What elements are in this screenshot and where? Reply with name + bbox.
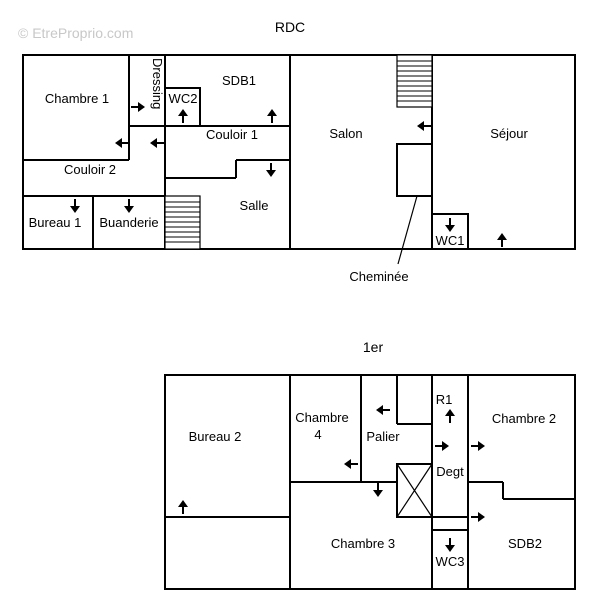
room-dressing: Dressing (150, 58, 165, 109)
door-arrow-icon (375, 404, 391, 416)
watermark: © EtreProprio.com (18, 25, 133, 41)
door-arrow-icon (266, 108, 278, 124)
room-couloir-1: Couloir 1 (206, 127, 258, 142)
room-chambre-4-line1: Chambre (295, 410, 348, 425)
door-arrow-icon (416, 120, 432, 132)
door-arrow-icon (444, 537, 456, 553)
etage-title: 1er (363, 339, 384, 355)
door-arrow-icon (123, 198, 135, 214)
room-chambre-3: Chambre 3 (331, 536, 395, 551)
room-couloir-2: Couloir 2 (64, 162, 116, 177)
stairs-rdc-salle (164, 195, 201, 250)
room-chambre-4-line2: 4 (314, 427, 321, 442)
room-wc1: WC1 (436, 233, 465, 248)
rdc-title: RDC (275, 19, 305, 35)
room-degt: Degt (436, 464, 464, 479)
door-arrow-icon (149, 137, 165, 149)
room-wc3: WC3 (436, 554, 465, 569)
room-r1: R1 (436, 392, 453, 407)
stairs-rdc-salon (396, 54, 433, 108)
door-arrow-icon (177, 108, 189, 124)
door-arrow-icon (470, 511, 486, 523)
rdc-walls (22, 54, 576, 265)
room-sdb1: SDB1 (222, 73, 256, 88)
door-arrow-icon (130, 101, 146, 113)
door-arrow-icon (114, 137, 130, 149)
room-bureau-1: Bureau 1 (29, 215, 82, 230)
door-arrow-icon (265, 162, 277, 178)
room-salon: Salon (329, 126, 362, 141)
door-arrow-icon (444, 408, 456, 424)
door-arrow-icon (343, 458, 359, 470)
door-arrow-icon (434, 440, 450, 452)
door-arrow-icon (372, 482, 384, 498)
room-chambre-1: Chambre 1 (45, 91, 109, 106)
etage-walls (164, 374, 576, 590)
room-salle: Salle (240, 198, 269, 213)
room-palier: Palier (366, 429, 400, 444)
door-arrow-icon (444, 217, 456, 233)
room-bureau-2: Bureau 2 (189, 429, 242, 444)
stair-void-etage (396, 463, 433, 518)
fireplace-label: Cheminée (349, 269, 408, 284)
door-arrow-icon (496, 232, 508, 248)
room-sejour: Séjour (490, 126, 528, 141)
door-arrow-icon (470, 440, 486, 452)
room-buanderie: Buanderie (99, 215, 158, 230)
door-arrow-icon (69, 198, 81, 214)
door-arrow-icon (177, 499, 189, 515)
room-chambre-2: Chambre 2 (492, 411, 556, 426)
room-sdb2: SDB2 (508, 536, 542, 551)
room-wc2: WC2 (169, 91, 198, 106)
